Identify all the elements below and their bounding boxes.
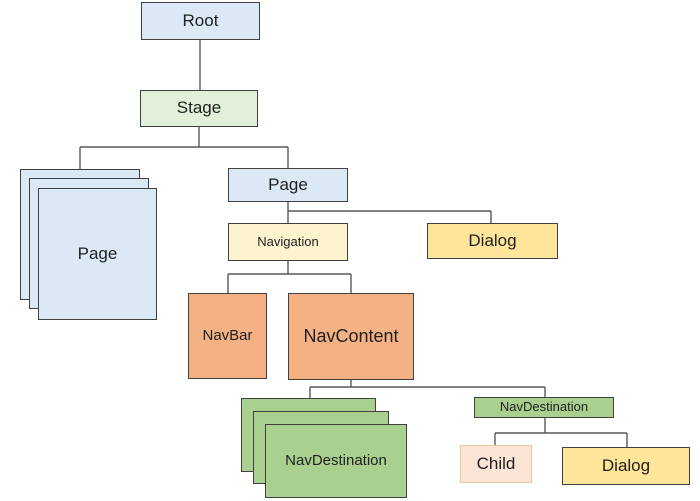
node-navigation: Navigation (228, 223, 348, 261)
node-dialog-upper: Dialog (427, 223, 558, 259)
node-root: Root (141, 2, 260, 40)
node-stage: Stage (140, 90, 258, 127)
node-navcontent: NavContent (288, 293, 414, 380)
node-page-stack: Page (38, 188, 157, 320)
node-navdestination-stack: NavDestination (265, 424, 407, 498)
node-child: Child (460, 445, 532, 483)
node-dialog-lower: Dialog (562, 447, 690, 485)
node-navbar: NavBar (188, 293, 267, 379)
node-page: Page (228, 168, 348, 202)
node-navdestination: NavDestination (474, 397, 614, 418)
